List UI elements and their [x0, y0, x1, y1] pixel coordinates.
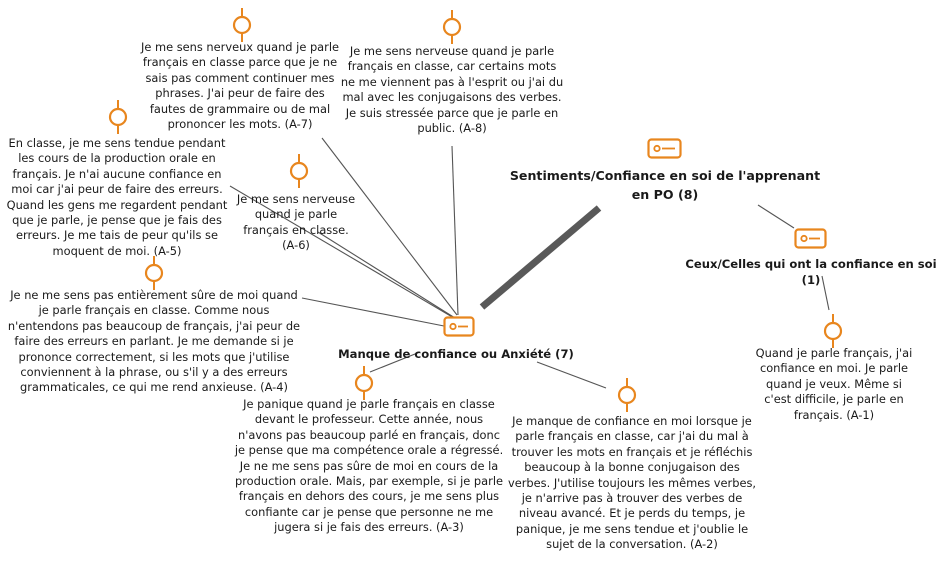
quote-a6-text: Je me sens nerveuse quand je parle franç…	[236, 192, 356, 253]
edge-manque-to-a7	[321, 137, 458, 316]
quote-a3-pin-icon[interactable]	[353, 366, 375, 400]
category-manque-code-tag-icon[interactable]	[443, 316, 479, 340]
edge-root-to-manque	[479, 205, 602, 310]
edge-manque-to-a5	[229, 185, 455, 319]
edge-root-to-confiance	[757, 204, 795, 229]
quote-a5-pin-icon[interactable]	[107, 100, 129, 134]
quote-a4-pin-icon[interactable]	[143, 256, 165, 290]
edge-manque-to-a6	[317, 231, 456, 319]
quote-a8-pin-icon[interactable]	[441, 10, 463, 44]
quote-a7-pin-icon[interactable]	[231, 8, 253, 42]
quote-a4-text: Je ne me sens pas entièrement sûre de mo…	[7, 288, 301, 395]
category-confiance-code-tag-icon[interactable]	[794, 228, 830, 252]
root-node-label[interactable]: Sentiments/Confiance en soi de l'apprena…	[509, 168, 821, 202]
quote-a8-text: Je me sens nerveuse quand je parle franç…	[340, 44, 564, 136]
quote-a2-pin-icon[interactable]	[616, 378, 638, 412]
quote-a6-pin-icon[interactable]	[288, 154, 310, 188]
category-manque-label[interactable]: Manque de confiance ou Anxiété (7)	[338, 347, 574, 361]
root-code-tag-icon[interactable]	[647, 138, 683, 162]
edge-manque-to-a4	[301, 297, 445, 327]
quote-a7-text: Je me sens nerveux quand je parle frança…	[140, 40, 340, 132]
quote-a1-text: Quand je parle français, j'ai confiance …	[755, 346, 913, 422]
quote-a2-text: Je manque de confiance en moi lorsque je…	[507, 414, 757, 552]
quote-a1-pin-icon[interactable]	[822, 314, 844, 348]
edge-confiance-to-a1	[821, 275, 830, 311]
quote-a5-text: En classe, je me sens tendue pendant les…	[6, 136, 228, 258]
edge-manque-to-a8	[451, 145, 459, 316]
quote-a3-text: Je panique quand je parle français en cl…	[234, 397, 504, 535]
edge-manque-to-a3	[369, 351, 421, 373]
category-confiance-label[interactable]: Ceux/Celles qui ont la confiance en soi …	[685, 257, 936, 287]
edge-manque-to-a2	[536, 361, 607, 389]
